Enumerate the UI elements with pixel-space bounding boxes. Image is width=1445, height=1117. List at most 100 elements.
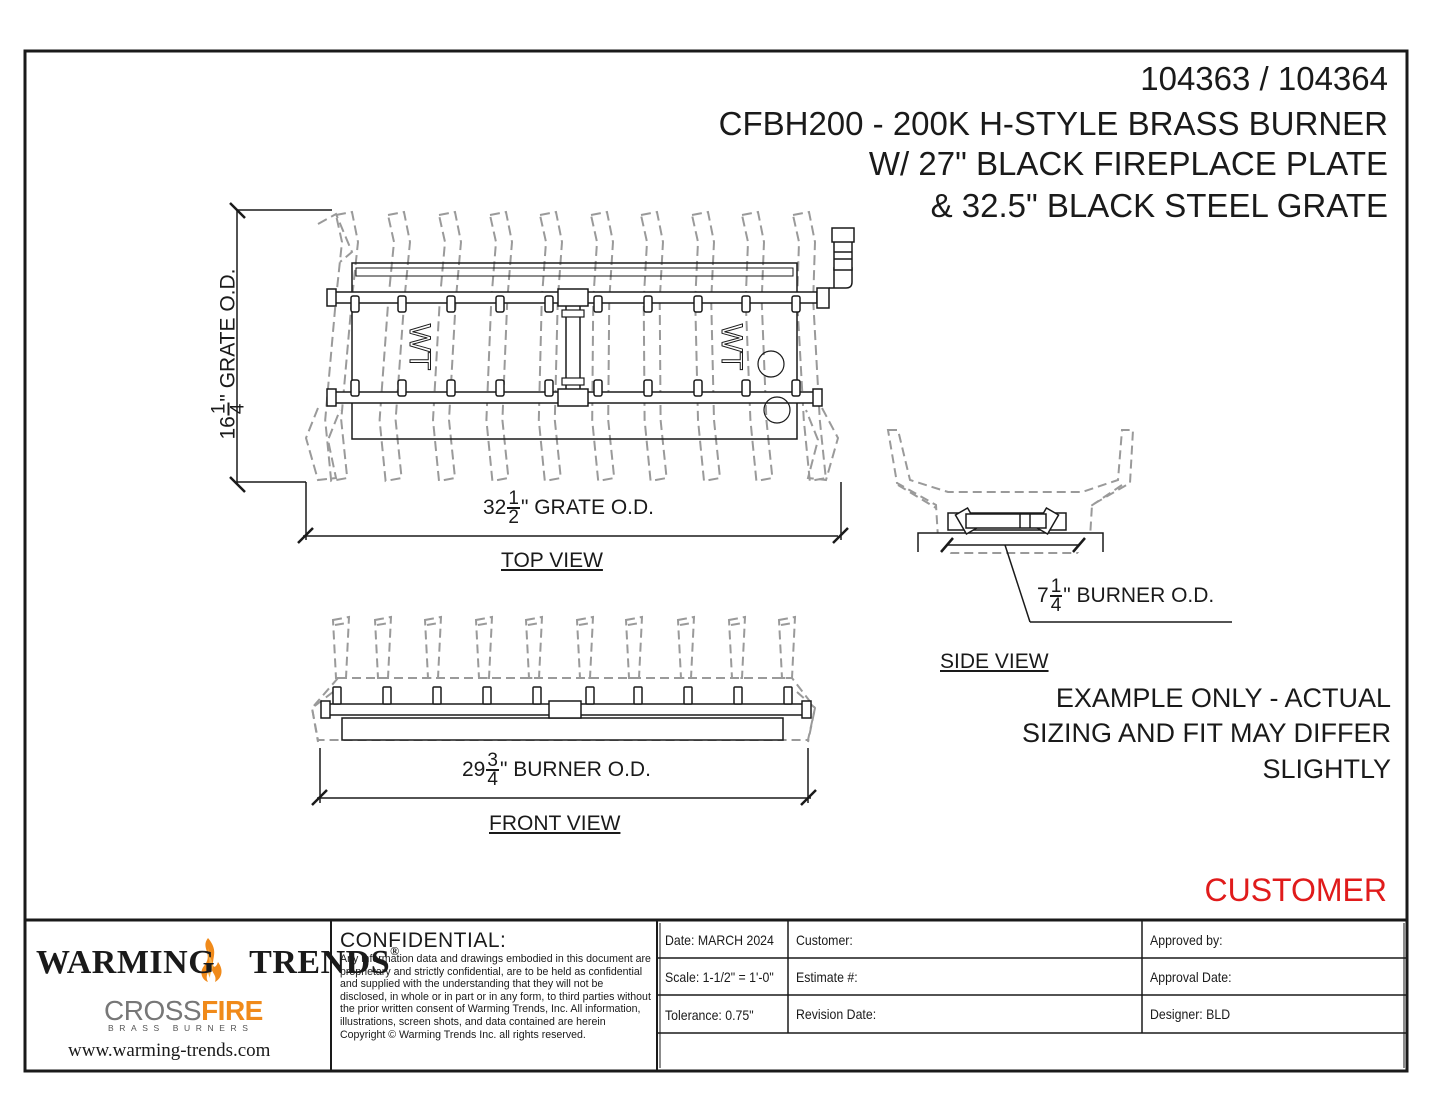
grate-bar: [485, 210, 514, 483]
grate-bar-front-edge: [578, 622, 592, 626]
grate-bar: [378, 210, 412, 483]
grate-bar-front: [524, 615, 544, 679]
grate-end-bar: [805, 407, 840, 482]
burner-jet: [495, 379, 505, 397]
burner-jet-front: [532, 686, 542, 705]
top-view-drawing: WT WT: [229, 202, 855, 544]
burner-jet-front: [332, 686, 342, 705]
burner-jet: [791, 379, 801, 397]
burner-jet: [643, 295, 653, 313]
plate-logo-emboss: WT: [403, 324, 436, 371]
grate-bar: [690, 210, 722, 483]
dimension-grate-width: [297, 482, 849, 544]
burner-jet: [693, 295, 703, 313]
burner-jet-front: [783, 686, 793, 705]
grate-bar-front-edge: [679, 622, 693, 626]
grate-bar-front-edge: [426, 622, 440, 626]
dim-numerator: 1: [1049, 576, 1063, 597]
crossfire-tagline: BRASS BURNERS: [108, 1023, 254, 1033]
grate-bar-front: [474, 615, 494, 679]
grate-bar: [639, 210, 668, 483]
estimate-field: Estimate #:: [796, 969, 858, 985]
date-field: Date: MARCH 2024: [665, 932, 774, 948]
dim-suffix: " BURNER O.D.: [499, 758, 651, 781]
burner-jet: [741, 379, 751, 397]
drawing-title-line-4: & 32.5" BLACK STEEL GRATE: [930, 187, 1388, 224]
side-view-label: SIDE VIEW: [940, 650, 1049, 673]
front-view-drawing: [310, 615, 817, 806]
plate-logo-emboss: WT: [715, 324, 748, 371]
grate-bar: [324, 210, 360, 483]
grate-bar-front: [727, 615, 747, 679]
grate-leg: [796, 691, 817, 743]
dimension-burner-width: [311, 748, 817, 806]
grate-end-bar: [304, 407, 341, 482]
revision-date-field: Revision Date:: [796, 1006, 877, 1022]
dim-numerator: 3: [486, 750, 499, 771]
confidential-text: Any information data and drawings embodi…: [340, 953, 651, 1041]
logo-word-1: WARMING: [36, 944, 216, 981]
tolerance-field: Tolerance: 0.75": [665, 1007, 754, 1023]
crossfire-fire-text: FIRE: [201, 995, 263, 1026]
grate-end-bar: [317, 212, 354, 263]
knockout-hole: [757, 350, 785, 378]
burner-jet-front: [683, 686, 693, 705]
disclaimer-line-3: SLIGHTLY: [1262, 754, 1391, 784]
sheet-border: [23, 49, 1409, 1073]
dim-denominator: 4: [487, 769, 498, 790]
burner-jet: [544, 379, 554, 397]
burner-jet: [495, 295, 505, 313]
disclaimer-line-2: SIZING AND FIT MAY DIFFER: [1021, 718, 1391, 748]
grate-bar: [740, 210, 774, 483]
burner-jet: [643, 379, 653, 397]
approved-by-field: Approved by:: [1150, 932, 1223, 948]
burner-jet: [446, 379, 456, 397]
top-view-label: TOP VIEW: [501, 549, 603, 572]
dim-suffix: " GRATE O.D.: [520, 496, 655, 519]
dim-denominator: 4: [1050, 595, 1062, 616]
knockout-hole: [763, 396, 791, 424]
flame-icon: [201, 938, 222, 982]
grate-bar-front-edge: [334, 622, 348, 626]
burner-jet-front: [482, 686, 492, 705]
grate-bar-front-edge: [477, 622, 491, 626]
grate-bar: [791, 210, 827, 483]
dimension-burner-depth: [940, 537, 1232, 623]
grate-bar-front: [423, 615, 443, 679]
burner-jet: [593, 295, 603, 313]
dim-whole: 32: [483, 496, 507, 519]
burner-jet-front: [733, 686, 743, 705]
grate-bar-front: [777, 615, 797, 679]
burner-jet: [544, 295, 554, 313]
dimension-grate-depth: [229, 202, 332, 493]
dim-whole: 7: [1037, 584, 1049, 607]
gas-inlet-fitting: [816, 227, 855, 309]
grate-bar-front: [373, 615, 393, 679]
grate-bar-front-edge: [780, 622, 794, 626]
grate-bar-front: [624, 615, 644, 679]
customer-stamp: CUSTOMER: [1204, 872, 1387, 908]
fireplace-plate-outline: [351, 262, 798, 440]
dim-whole: 16: [216, 416, 240, 440]
website-url[interactable]: www.warming-trends.com: [68, 1040, 271, 1061]
grate-bars-top: [304, 210, 840, 483]
drawing-title-line-3: W/ 27" BLACK FIREPLACE PLATE: [868, 145, 1388, 182]
grate-bar-front: [575, 615, 595, 679]
scale-field: Scale: 1-1/2" = 1'-0": [665, 969, 774, 985]
grate-bar-front-edge: [527, 622, 541, 626]
burner-jet: [350, 379, 360, 397]
burner-jet: [397, 379, 407, 397]
crossfire-logo: CROSSFIRE: [104, 995, 263, 1027]
burner-jet: [446, 295, 456, 313]
designer-field: Designer: BLD: [1150, 1006, 1231, 1022]
disclaimer-line-1: EXAMPLE ONLY - ACTUAL: [1055, 683, 1391, 713]
